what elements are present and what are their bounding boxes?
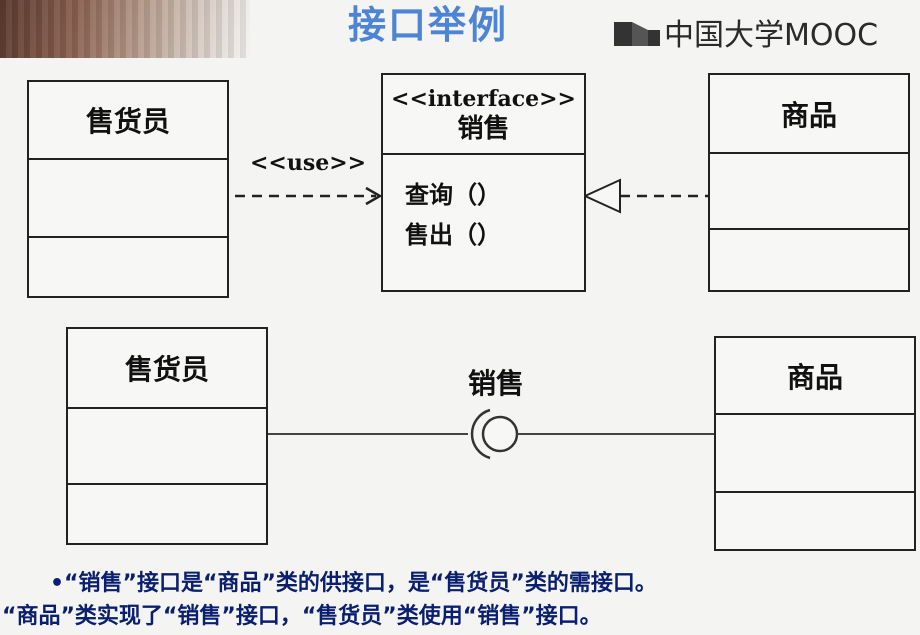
- slide-header: 接口举例 中国大学MOOC: [0, 0, 920, 58]
- operation-sell: 售出（）: [405, 220, 501, 249]
- slide-title: 接口举例: [348, 3, 509, 47]
- salesperson-class-box: 售货员: [27, 80, 229, 298]
- salesperson-class-name: 售货员: [29, 82, 227, 160]
- use-stereotype-label: <<use>>: [250, 150, 367, 176]
- realization-arrowhead: [582, 178, 621, 214]
- lollipop-interface-label: 销售: [468, 367, 525, 400]
- interface-name: 销售: [457, 114, 510, 144]
- salesperson-operations-2: [68, 485, 266, 543]
- goods-operations-2: [716, 493, 914, 549]
- sales-interface-box: <<interface>> 销售 查询（） 售出（）: [381, 73, 586, 292]
- goods-class-box: 商品: [708, 73, 910, 292]
- salesperson-attributes: [29, 160, 227, 238]
- sales-interface-header: <<interface>> 销售: [383, 75, 584, 155]
- goods-operations: [710, 230, 908, 290]
- goods-class-name: 商品: [710, 75, 908, 154]
- use-dependency-arrowhead: [365, 186, 383, 206]
- header-photo: [0, 0, 250, 58]
- interface-stereotype: <<interface>>: [391, 86, 576, 112]
- goods-class-name-2: 商品: [716, 338, 914, 415]
- goods-attributes: [710, 154, 908, 230]
- salesperson-class-name-2: 售货员: [68, 329, 266, 409]
- interface-operations: 查询（） 售出（）: [383, 155, 584, 290]
- salesperson-class-box-2: 售货员: [66, 327, 268, 545]
- note-line-1: •“销售”接口是“商品”类的供接口，是“售货员”类的需接口。: [50, 571, 657, 596]
- mooc-logo-text: 中国大学MOOC: [664, 18, 879, 53]
- provided-interface-ball: [481, 415, 519, 453]
- mooc-logo-icon: [614, 22, 660, 46]
- salesperson-attributes-2: [68, 409, 266, 485]
- required-interface-socket: [470, 408, 491, 460]
- note-line-2: “商品”类实现了“销售”接口，“售货员”类使用“销售”接口。: [2, 604, 602, 629]
- goods-attributes-2: [716, 415, 914, 493]
- salesperson-operations: [29, 238, 227, 296]
- goods-class-box-2: 商品: [714, 336, 916, 551]
- operation-query: 查询（）: [405, 180, 501, 209]
